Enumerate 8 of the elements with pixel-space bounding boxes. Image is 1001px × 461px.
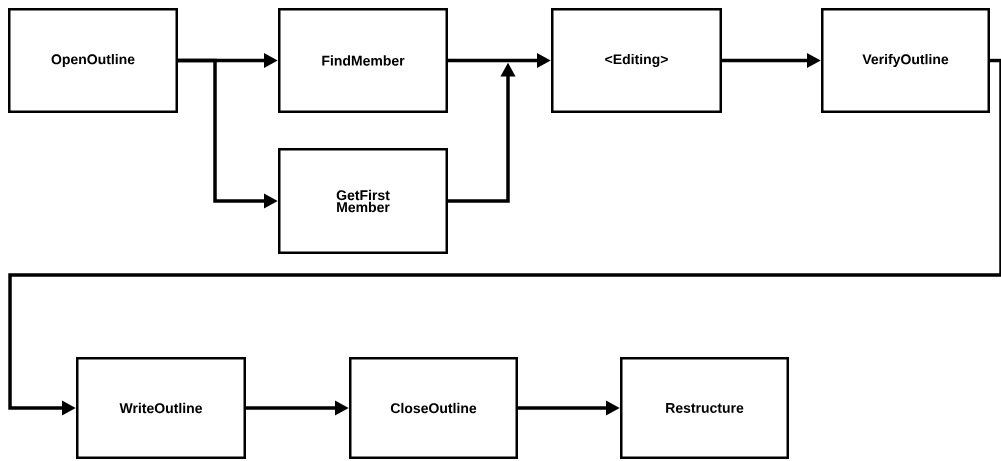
process-box: GetFirst Member — [278, 148, 448, 254]
process-box: CloseOutline — [349, 357, 518, 459]
process-box: Restructure — [620, 357, 789, 459]
process-box: OpenOutline — [8, 8, 178, 113]
process-box: WriteOutline — [76, 357, 246, 459]
process-box: FindMember — [278, 8, 448, 113]
process-box: VerifyOutline — [821, 8, 990, 113]
process-box: <Editing> — [551, 8, 722, 113]
